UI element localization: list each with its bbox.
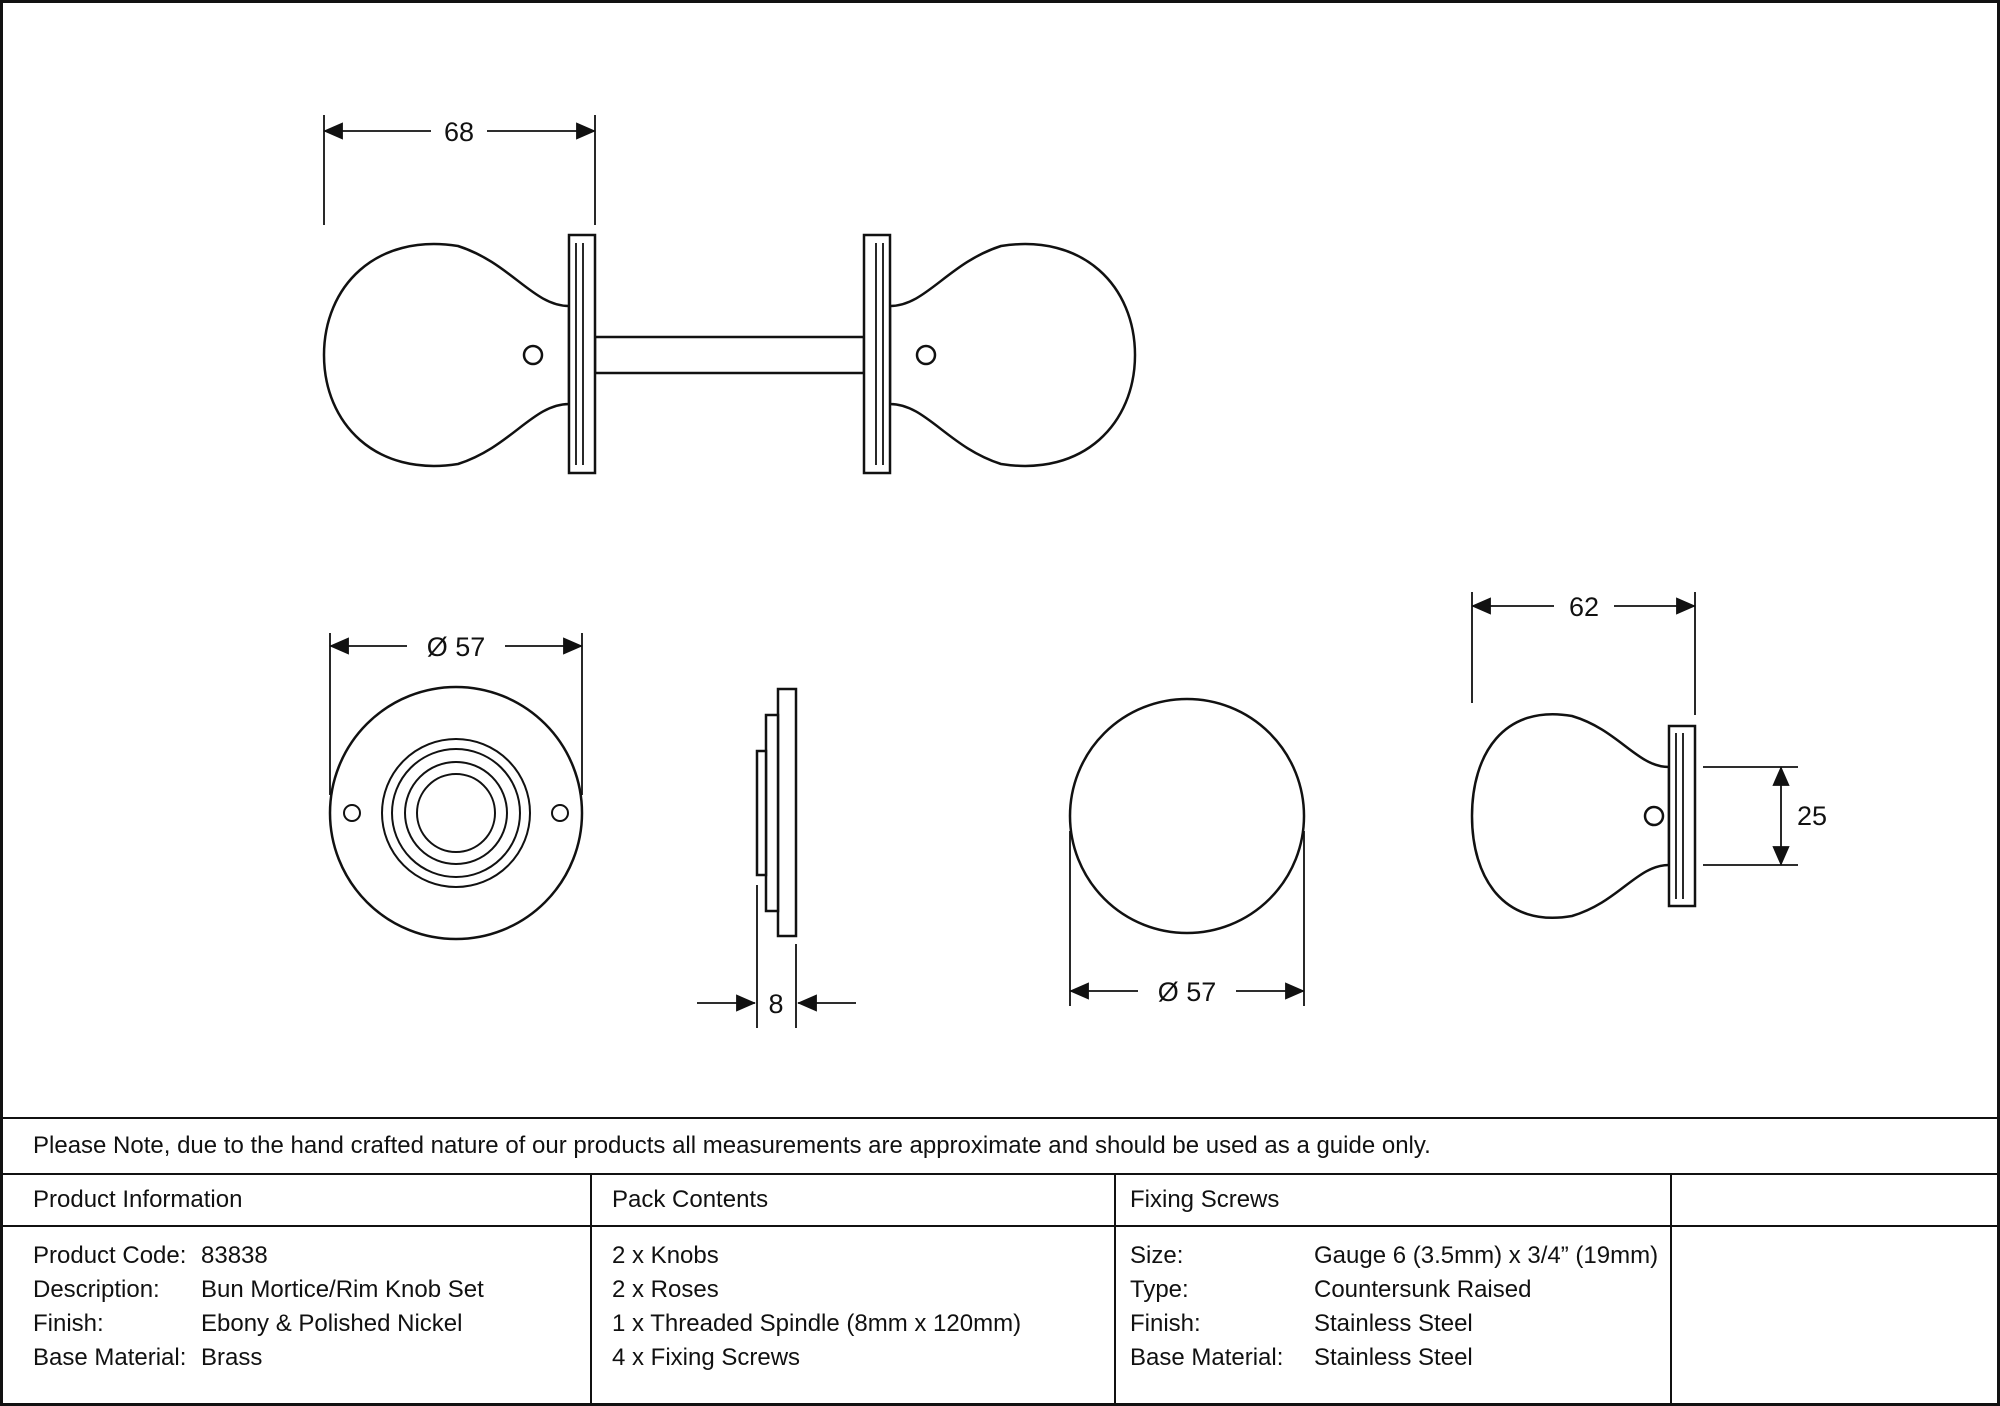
pack-contents-cell: 2 x Knobs 2 x Roses 1 x Threaded Spindle…: [592, 1227, 1116, 1403]
spec-row: Base Material: Brass: [33, 1343, 590, 1373]
side-rose-profile: [1667, 724, 1697, 908]
spec-label: Finish:: [33, 1310, 104, 1337]
knob-front-view: [1068, 697, 1306, 935]
note-row: Please Note, due to the hand crafted nat…: [3, 1117, 1997, 1173]
dim-label-rose-diameter: Ø 57: [427, 632, 486, 662]
spec-row: Finish: Stainless Steel: [1130, 1309, 1670, 1339]
spec-label: Base Material:: [1130, 1344, 1284, 1371]
dim-label-rose-thickness: 8: [768, 989, 783, 1019]
fixing-screws-cell: Size: Gauge 6 (3.5mm) x 3/4” (19mm) Type…: [1116, 1227, 1672, 1403]
right-knob-outline: [888, 242, 1137, 468]
pack-item: 2 x Roses: [612, 1276, 719, 1303]
note-text: Please Note, due to the hand crafted nat…: [33, 1132, 1431, 1159]
spindle: [593, 335, 866, 375]
pack-item: 1 x Threaded Spindle (8mm x 120mm): [612, 1310, 1022, 1337]
spec-value: Gauge 6 (3.5mm) x 3/4” (19mm): [1314, 1242, 1659, 1269]
dim-rose-diameter: Ø 57: [329, 628, 583, 795]
right-screw-hole: [915, 344, 937, 366]
spec-label: Description:: [33, 1276, 160, 1303]
technical-drawing: 68 Ø 57: [322, 113, 1827, 1028]
empty-header-cell: [1672, 1175, 1997, 1227]
spec-value: Bun Mortice/Rim Knob Set: [201, 1276, 484, 1303]
dim-neck-diameter: 25: [1703, 766, 1827, 866]
spec-label: Product Code:: [33, 1242, 187, 1269]
spec-value: Stainless Steel: [1314, 1344, 1473, 1371]
spec-row: Finish: Ebony & Polished Nickel: [33, 1309, 590, 1339]
pack-contents-header: Pack Contents: [592, 1175, 1116, 1227]
spec-label: Finish:: [1130, 1310, 1201, 1337]
spec-row: Type: Countersunk Raised: [1130, 1275, 1670, 1305]
right-rose-profile: [862, 233, 892, 475]
spec-value: Stainless Steel: [1314, 1310, 1473, 1337]
spec-value: Ebony & Polished Nickel: [201, 1310, 463, 1337]
product-info-header: Product Information: [3, 1175, 592, 1227]
spec-label: Size:: [1130, 1242, 1184, 1269]
pack-item: 2 x Knobs: [612, 1242, 719, 1269]
dim-knob-diameter: Ø 57: [1069, 831, 1305, 1009]
knob-side-view: [1470, 713, 1697, 919]
dim-knob-projection: 62: [1471, 588, 1696, 715]
fixing-screws-header: Fixing Screws: [1116, 1175, 1672, 1227]
empty-body-cell: [1672, 1227, 1997, 1403]
dim-assembly-depth: 68: [323, 113, 596, 225]
spec-table: Product Information Pack Contents Fixing…: [3, 1173, 1997, 1403]
dim-label-neck-diameter: 25: [1797, 801, 1827, 831]
left-rose-profile: [567, 233, 597, 475]
rose-screw-hole-left: [343, 804, 361, 822]
left-knob-outline: [322, 242, 571, 468]
rose-profile-view: [755, 687, 798, 938]
spec-value: Brass: [201, 1344, 263, 1371]
dim-label-knob-projection: 62: [1569, 592, 1599, 622]
knob-set-side-view: [322, 233, 1137, 475]
spec-label: Type:: [1130, 1276, 1189, 1303]
product-info-cell: Product Code: 83838 Description: Bun Mor…: [3, 1227, 592, 1403]
rose-screw-hole-right: [551, 804, 569, 822]
dim-label-knob-diameter: Ø 57: [1158, 977, 1217, 1007]
pack-item: 4 x Fixing Screws: [612, 1344, 801, 1371]
side-knob-outline: [1470, 713, 1671, 919]
spec-row: Description: Bun Mortice/Rim Knob Set: [33, 1275, 590, 1305]
spec-row: Size: Gauge 6 (3.5mm) x 3/4” (19mm): [1130, 1241, 1670, 1271]
spec-value: 83838: [201, 1242, 268, 1269]
dim-rose-thickness: 8: [697, 885, 856, 1028]
left-screw-hole: [522, 344, 544, 366]
spec-row: Product Code: 83838: [33, 1241, 590, 1271]
side-screw-hole: [1643, 805, 1665, 827]
spec-label: Base Material:: [33, 1344, 187, 1371]
spec-row: Base Material: Stainless Steel: [1130, 1343, 1670, 1373]
spec-value: Countersunk Raised: [1314, 1276, 1532, 1303]
dim-label-assembly-depth: 68: [444, 117, 474, 147]
rose-front-view: [328, 685, 584, 941]
